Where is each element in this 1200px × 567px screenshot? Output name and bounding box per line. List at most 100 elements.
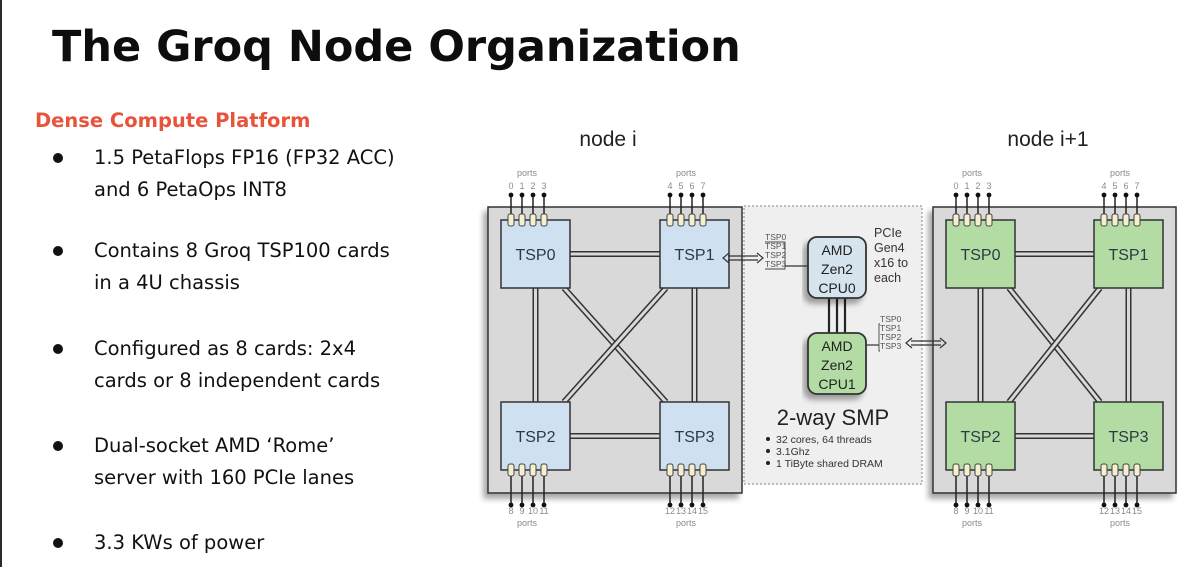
port-connector xyxy=(677,463,685,477)
port-number: 7 xyxy=(700,181,705,191)
port-number: 6 xyxy=(689,181,694,191)
port-connector xyxy=(529,463,537,477)
cpu0-bus-bracket xyxy=(765,241,786,270)
port-connector xyxy=(688,213,696,227)
node-label: node i+1 xyxy=(1007,128,1088,151)
bullet-dot-icon xyxy=(53,344,63,354)
bullet-line: in a 4U chassis xyxy=(94,271,240,294)
port-connector xyxy=(1111,463,1119,477)
port-dot-icon xyxy=(519,502,525,508)
cpu-label: Zen2 xyxy=(821,357,853,373)
slide-title: The Groq Node Organization xyxy=(52,22,741,72)
cpu-label: AMD xyxy=(821,338,852,354)
port-dot-icon xyxy=(964,192,970,198)
port-connector xyxy=(518,213,526,227)
cpu1-bus-label: TSP2 xyxy=(880,332,902,342)
tsp-label: TSP0 xyxy=(960,247,1000,264)
port-connector xyxy=(1133,463,1141,477)
port-number: 2 xyxy=(530,181,535,191)
ports-label: ports xyxy=(676,518,697,528)
port-dot-icon xyxy=(1134,192,1140,198)
port-number: 9 xyxy=(519,506,524,516)
port-number: 1 xyxy=(964,181,969,191)
cpu1-bus-label: TSP0 xyxy=(880,314,902,324)
port-connector xyxy=(952,213,960,227)
tsp-card xyxy=(1093,401,1164,471)
port-number: 8 xyxy=(508,506,513,516)
port-dot-icon xyxy=(530,502,536,508)
port-number: 0 xyxy=(953,181,958,191)
bullet-line: Configured as 8 cards: 2x4 xyxy=(94,337,357,360)
bullet-server: Dual-socket AMD ‘Rome’ server with 160 P… xyxy=(53,430,474,494)
cpu0-bus-label: TSP2 xyxy=(765,250,787,260)
port-dot-icon xyxy=(1112,502,1118,508)
port-dot-icon xyxy=(508,502,514,508)
port-dot-icon xyxy=(986,502,992,508)
port-connector xyxy=(1111,213,1119,227)
cpu0-bus-label: TSP0 xyxy=(765,232,787,242)
port-number: 6 xyxy=(1123,181,1128,191)
port-dot-icon xyxy=(953,192,959,198)
port-connector xyxy=(985,463,993,477)
port-number: 13 xyxy=(1110,506,1120,516)
port-dot-icon xyxy=(975,192,981,198)
section-heading: Dense Compute Platform xyxy=(35,109,311,132)
port-number: 14 xyxy=(1121,506,1131,516)
bullet-dot-icon xyxy=(53,153,63,163)
port-dot-icon xyxy=(689,502,695,508)
bullet-line: 1.5 PetaFlops FP16 (FP32 ACC) xyxy=(94,146,395,169)
port-connector xyxy=(1122,463,1130,477)
port-number: 3 xyxy=(541,181,546,191)
port-dot-icon xyxy=(689,192,695,198)
port-connector xyxy=(974,213,982,227)
ports-label: ports xyxy=(962,168,983,178)
tsp-label: TSP3 xyxy=(674,429,714,446)
port-number: 11 xyxy=(984,506,993,516)
port-dot-icon xyxy=(508,192,514,198)
smp-bullet-dot-icon xyxy=(766,437,770,441)
cpu-1-box xyxy=(807,332,867,395)
port-number: 11 xyxy=(539,506,548,516)
port-connector xyxy=(507,213,515,227)
port-number: 0 xyxy=(508,181,513,191)
port-connector xyxy=(529,213,537,227)
tsp-card xyxy=(1093,219,1164,289)
smp-bullet: 1 TiByte shared DRAM xyxy=(776,458,883,470)
port-connector xyxy=(540,213,548,227)
cpu-label: CPU1 xyxy=(818,376,856,392)
cpu-0-box xyxy=(807,236,867,299)
bullet-line: and 6 PetaOps INT8 xyxy=(94,178,287,201)
port-dot-icon xyxy=(541,192,547,198)
bullet-line: Contains 8 Groq TSP100 cards xyxy=(94,239,390,262)
port-number: 10 xyxy=(528,506,538,516)
port-connector xyxy=(677,213,685,227)
port-dot-icon xyxy=(530,192,536,198)
port-number: 5 xyxy=(1112,181,1117,191)
ports-label: ports xyxy=(676,168,697,178)
tsp-card xyxy=(945,401,1016,471)
pcie-note: each xyxy=(874,271,901,285)
port-number: 2 xyxy=(975,181,980,191)
port-number: 7 xyxy=(1134,181,1139,191)
port-dot-icon xyxy=(1101,192,1107,198)
port-dot-icon xyxy=(700,502,706,508)
port-dot-icon xyxy=(1123,192,1129,198)
pcie-link-node-i-arrow-head-right-icon xyxy=(756,252,764,264)
cpu-label: CPU0 xyxy=(818,280,856,296)
tsp-label: TSP1 xyxy=(1108,247,1148,264)
port-connector xyxy=(699,213,707,227)
port-connector xyxy=(1100,463,1108,477)
port-number: 3 xyxy=(986,181,991,191)
bullet-dot-icon xyxy=(53,246,63,256)
port-dot-icon xyxy=(667,192,673,198)
ports-label: ports xyxy=(962,518,983,528)
cpu-label: AMD xyxy=(821,242,852,258)
port-number: 12 xyxy=(1099,506,1109,516)
port-dot-icon xyxy=(1134,502,1140,508)
port-connector xyxy=(1100,213,1108,227)
port-connector xyxy=(699,463,707,477)
port-number: 10 xyxy=(973,506,983,516)
ports-label: ports xyxy=(1110,168,1131,178)
